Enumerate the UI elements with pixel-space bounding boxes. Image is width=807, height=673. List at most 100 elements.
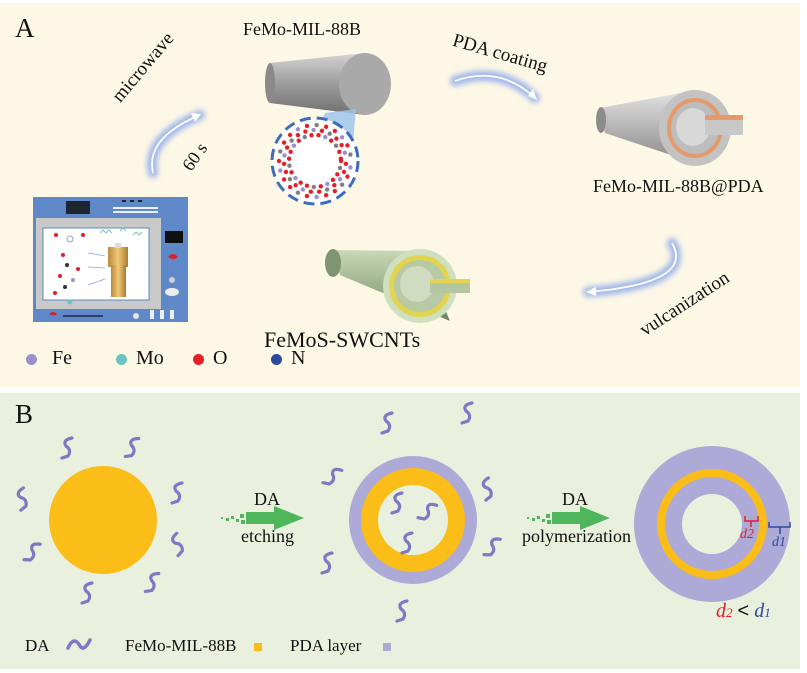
da-molecule: [320, 551, 334, 575]
atom: [311, 184, 317, 190]
legend-o: O: [213, 347, 228, 369]
atom: [332, 188, 338, 194]
da-molecule: [380, 411, 394, 435]
panel-b-graphics: [16, 401, 791, 651]
legend-pda-swatch: [383, 643, 391, 651]
atom: [287, 177, 293, 182]
atom: [287, 163, 292, 168]
relation-d1: d1: [754, 600, 771, 622]
d2-label: d2: [740, 527, 754, 542]
relation-d2-symbol: d: [716, 600, 726, 622]
atom: [339, 135, 345, 140]
atom: [316, 133, 321, 138]
etching-reagent-label: DA: [254, 489, 280, 509]
atom: [345, 143, 350, 148]
relation-d2: d2: [716, 600, 733, 622]
panel-b-label: B: [15, 399, 34, 429]
legend-fe: Fe: [52, 347, 72, 369]
atom: [342, 150, 348, 155]
da-molecule: [416, 502, 439, 521]
etched-particle: [349, 456, 477, 584]
atom: [323, 134, 328, 140]
da-molecule: [123, 436, 141, 459]
legend-dot-mo: [116, 354, 127, 365]
da-molecule: [22, 542, 42, 562]
atom: [284, 145, 290, 150]
relation-d2-sub: 2: [726, 605, 733, 620]
product-label: FeMoS-SWCNTs: [264, 327, 421, 352]
atom: [345, 174, 350, 179]
atom: [343, 161, 349, 166]
da-molecule: [400, 531, 414, 555]
d1-bracket: [768, 522, 791, 534]
atom: [324, 187, 330, 192]
atom: [293, 183, 298, 188]
da-molecule: [481, 476, 493, 502]
legend-n: N: [291, 347, 306, 369]
atom: [325, 181, 330, 187]
atom: [337, 149, 342, 155]
atom: [296, 138, 301, 143]
atom: [338, 156, 344, 161]
da-molecule: [60, 436, 74, 460]
da-molecule: [80, 581, 94, 605]
atom: [333, 143, 339, 148]
atom: [293, 175, 298, 181]
da-molecule: [482, 537, 502, 557]
atom: [332, 128, 338, 134]
atom: [281, 140, 287, 145]
swcnt-tube: [325, 249, 470, 323]
atom: [330, 177, 336, 182]
atom: [335, 172, 340, 177]
legend-mof-swatch: [254, 643, 262, 651]
etching-process-label: etching: [241, 526, 294, 546]
da-molecule: [390, 491, 404, 515]
legend-pda-label: PDA layer: [290, 636, 362, 655]
atom: [287, 132, 293, 138]
legend-mof-label: FeMo-MIL-88B: [125, 636, 237, 655]
d2-bracket: [744, 516, 759, 527]
atom: [337, 177, 343, 182]
panel-b: B: [0, 393, 800, 669]
atom: [314, 122, 319, 128]
panel-a-graphics: [33, 53, 743, 323]
atom: [311, 127, 316, 133]
relation-d1-sub: 1: [764, 605, 771, 620]
mof-rod: [265, 53, 391, 115]
atom: [287, 184, 293, 190]
legend-dot-o: [193, 354, 204, 365]
atom: [295, 127, 301, 132]
da-molecule: [171, 531, 184, 558]
mof-pda-label: FeMo-MIL-88B@PDA: [593, 176, 764, 196]
da-molecule: [170, 481, 184, 505]
atom: [318, 184, 323, 189]
mof-sphere: [49, 466, 157, 574]
atom: [281, 177, 287, 182]
atom: [300, 187, 306, 192]
atom: [348, 152, 353, 157]
da-molecule: [395, 599, 409, 623]
atom: [304, 183, 310, 188]
atom: [348, 165, 353, 170]
atom: [339, 182, 345, 187]
atom: [316, 189, 322, 194]
mof-label: FeMo-MIL-88B: [243, 19, 361, 39]
atom: [332, 183, 337, 188]
atom: [339, 142, 344, 148]
microwave-instrument: [33, 197, 188, 322]
legend-mo: Mo: [136, 347, 164, 369]
atom: [327, 131, 332, 136]
thickness-relation: d2 < d1: [716, 600, 771, 623]
atom: [304, 193, 310, 199]
atom: [278, 149, 283, 154]
da-molecules: [16, 401, 502, 623]
atom: [334, 136, 339, 141]
panel-a-label: A: [15, 13, 35, 43]
panel-a: A FeMo-MIL-88B: [0, 3, 800, 387]
atom: [276, 158, 282, 164]
vulcanization-arrow: [583, 238, 682, 297]
relation-d1-symbol: d: [754, 600, 765, 622]
etching-arrow: [221, 506, 304, 530]
legend-dot-n: [271, 354, 282, 365]
relation-operator: <: [737, 600, 750, 622]
